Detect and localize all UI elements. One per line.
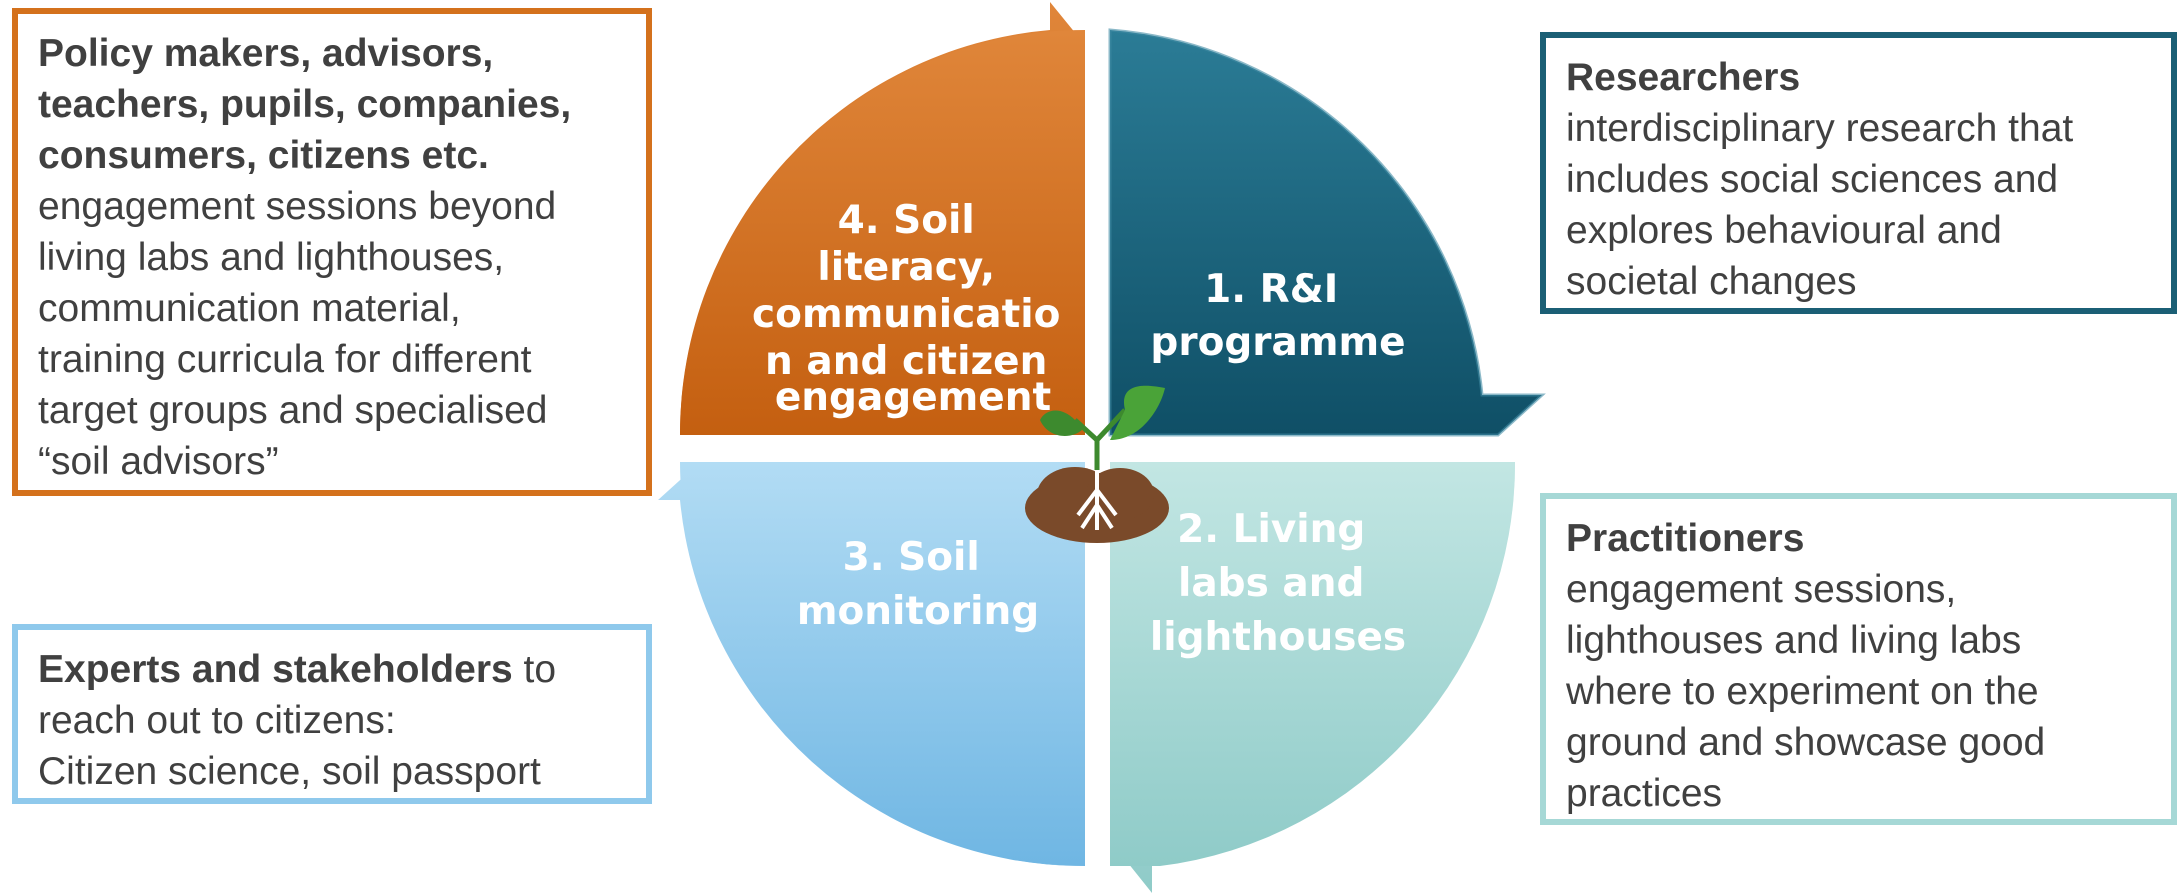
segment-4-soil-literacy: 4. Soil literacy, communicatio n and cit… <box>679 2 1085 435</box>
policy-body-line-6: “soil advisors” <box>38 440 279 483</box>
policy-body-line-4: training curricula for different <box>38 338 532 381</box>
experts-title: Experts and stakeholders <box>38 648 513 691</box>
policy-makers-box: Policy makers, advisors, teachers, pupil… <box>12 8 652 496</box>
policy-body-line-3: communication material, <box>38 287 461 330</box>
policy-title-line-3: consumers, citizens etc. <box>38 134 489 177</box>
segment-1-rni-programme: 1. R&I programme <box>1108 28 1546 437</box>
researchers-body-line-1: interdisciplinary research that <box>1566 107 2074 150</box>
segment-2-label: 2. Living labs and lighthouses <box>1150 507 1406 660</box>
practitioners-body-line-2: lighthouses and living labs <box>1566 619 2022 662</box>
segment-3-label: 3. Soil monitoring <box>797 535 1039 634</box>
practitioners-title: Practitioners <box>1566 517 1805 560</box>
segment-4-label: 4. Soil literacy, communicatio n and cit… <box>752 198 1074 420</box>
policy-body-line-2: living labs and lighthouses, <box>38 236 505 279</box>
experts-body-line-1: reach out to citizens: <box>38 699 396 742</box>
researchers-title: Researchers <box>1566 56 1801 99</box>
practitioners-body-line-1: engagement sessions, <box>1566 568 1957 611</box>
researchers-body-line-4: societal changes <box>1566 260 1857 303</box>
policy-title-line-2: teachers, pupils, companies, <box>38 83 572 126</box>
segment-3-soil-monitoring: 3. Soil monitoring <box>658 462 1085 867</box>
practitioners-box: Practitioners engagement sessions, light… <box>1540 493 2177 825</box>
policy-title-line-1: Policy makers, advisors, <box>38 32 494 75</box>
practitioners-body-line-5: practices <box>1566 772 1723 815</box>
practitioners-body-line-3: where to experiment on the <box>1566 670 2039 713</box>
segment-1-label: 1. R&I programme <box>1150 267 1405 365</box>
experts-body-line-2: Citizen science, soil passport <box>38 750 541 793</box>
seedling-in-soil-icon <box>1025 385 1169 543</box>
experts-box: Experts and stakeholders to reach out to… <box>12 624 652 804</box>
policy-body-line-1: engagement sessions beyond <box>38 185 557 228</box>
researchers-body-line-2: includes social sciences and <box>1566 158 2059 201</box>
experts-title-line: Experts and stakeholders to <box>38 644 646 695</box>
researchers-body-line-3: explores behavioural and <box>1566 209 2002 252</box>
segment-2-living-labs: 2. Living labs and lighthouses <box>1110 462 1516 893</box>
experts-title-suffix: to <box>512 648 557 691</box>
researchers-box: Researchers interdisciplinary research t… <box>1540 32 2177 314</box>
practitioners-body-line-4: ground and showcase good <box>1566 721 2046 764</box>
policy-body-line-5: target groups and specialised <box>38 389 548 432</box>
